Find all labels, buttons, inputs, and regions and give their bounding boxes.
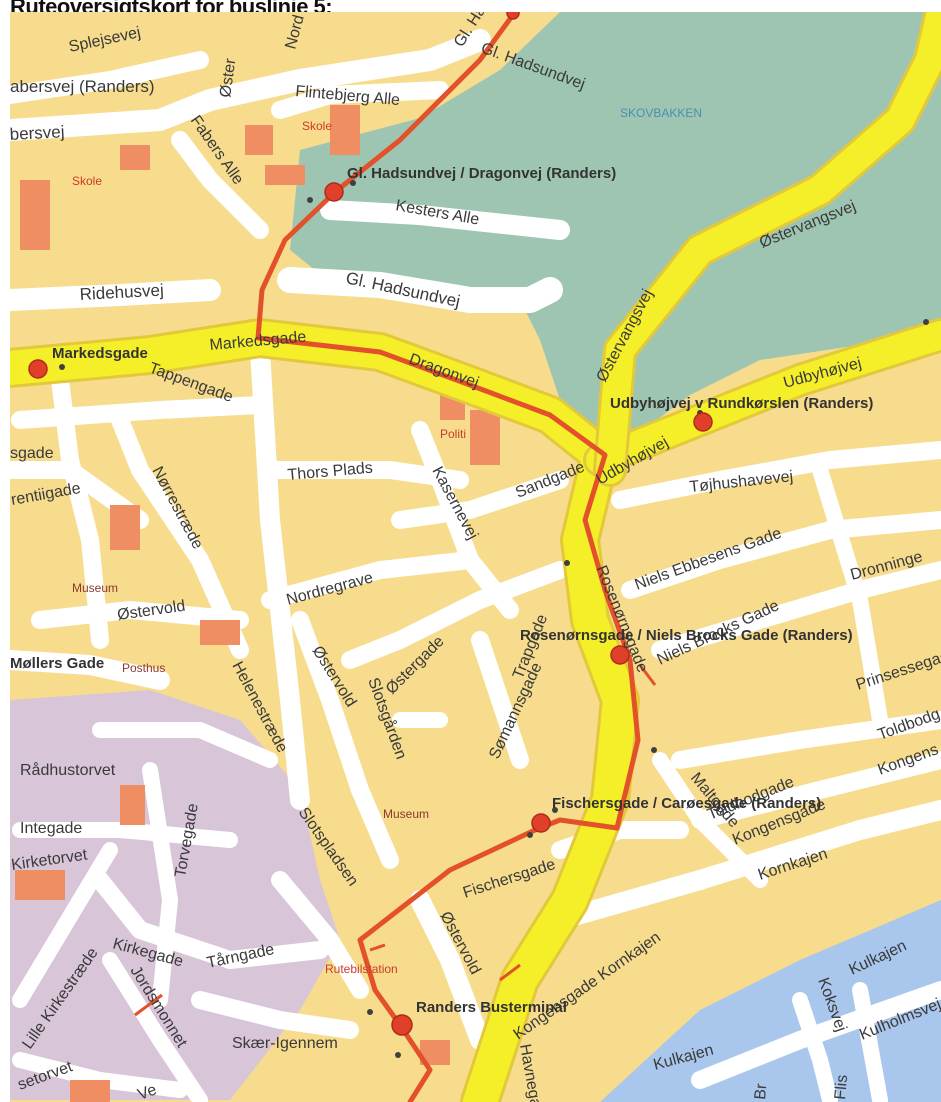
bus-route-line xyxy=(255,12,641,1102)
stop-marker-gl-hadsundvej[interactable] xyxy=(324,182,344,202)
svg-text:Flis: Flis xyxy=(832,1074,851,1100)
svg-text:Møllers Gade: Møllers Gade xyxy=(10,655,104,672)
harbour-water xyxy=(600,900,941,1102)
stop-marker-markedsgade[interactable] xyxy=(28,359,48,379)
stop-marker-rosenornsgade[interactable] xyxy=(610,645,630,665)
svg-text:Rådhustorvet: Rådhustorvet xyxy=(20,761,116,779)
svg-text:Museum: Museum xyxy=(72,581,118,595)
svg-text:SKOVBAKKEN: SKOVBAKKEN xyxy=(620,106,702,120)
poi-labels: Skole Skole SKOVBAKKEN Politi Museum Pos… xyxy=(72,106,702,976)
stop-label-udbyhojvej: Udbyhøjvej v Rundkørslen (Randers) xyxy=(610,395,873,412)
stop-labels: Gl. Hadsundvej / Dragonvej (Randers) Mar… xyxy=(52,165,873,1016)
stop-label-gl-hadsundvej: Gl. Hadsundvej / Dragonvej (Randers) xyxy=(347,165,616,182)
stop-marker-udbyhojvej[interactable] xyxy=(693,412,713,432)
svg-text:Skær-Igennem: Skær-Igennem xyxy=(232,1035,338,1052)
svg-text:Ve: Ve xyxy=(136,1081,159,1102)
svg-text:sgade: sgade xyxy=(10,445,54,462)
park-area xyxy=(290,12,941,470)
stop-label-busterminal: Randers Busterminal xyxy=(416,999,567,1016)
svg-text:Øster: Øster xyxy=(217,57,239,99)
svg-text:Museum: Museum xyxy=(383,807,429,821)
svg-text:Skole: Skole xyxy=(302,119,332,133)
svg-text:Posthus: Posthus xyxy=(122,661,165,675)
stop-label-rosenornsgade: Rosenørnsgade / Niels Brocks Gade (Rande… xyxy=(520,627,853,644)
svg-text:Integade: Integade xyxy=(20,820,82,837)
svg-text:Ridehusvej: Ridehusvej xyxy=(79,281,164,304)
route-map[interactable]: Splejsevej abersvej (Randers) bersvej Øs… xyxy=(10,12,941,1102)
svg-text:Rutebilstation: Rutebilstation xyxy=(325,962,398,976)
map-frame[interactable]: Splejsevej abersvej (Randers) bersvej Øs… xyxy=(10,12,941,1102)
svg-text:Skole: Skole xyxy=(72,174,102,188)
buildings xyxy=(15,105,500,1102)
stop-marker-fischersgade[interactable] xyxy=(531,813,551,833)
svg-text:bersvej: bersvej xyxy=(10,122,65,144)
street-network xyxy=(10,29,941,1102)
stop-label-markedsgade: Markedsgade xyxy=(52,345,148,362)
stop-marker-top[interactable] xyxy=(506,12,520,20)
route-crossing-marks xyxy=(134,664,657,1017)
stop-label-fischersgade: Fischersgade / Carøesgade (Randers) xyxy=(552,795,821,812)
stop-marker-busterminal[interactable] xyxy=(391,1014,413,1036)
bus-stops[interactable] xyxy=(28,12,713,1036)
svg-text:Politi: Politi xyxy=(440,427,466,441)
svg-text:abersvej (Randers): abersvej (Randers) xyxy=(10,77,155,96)
svg-text:Br: Br xyxy=(752,1082,770,1100)
